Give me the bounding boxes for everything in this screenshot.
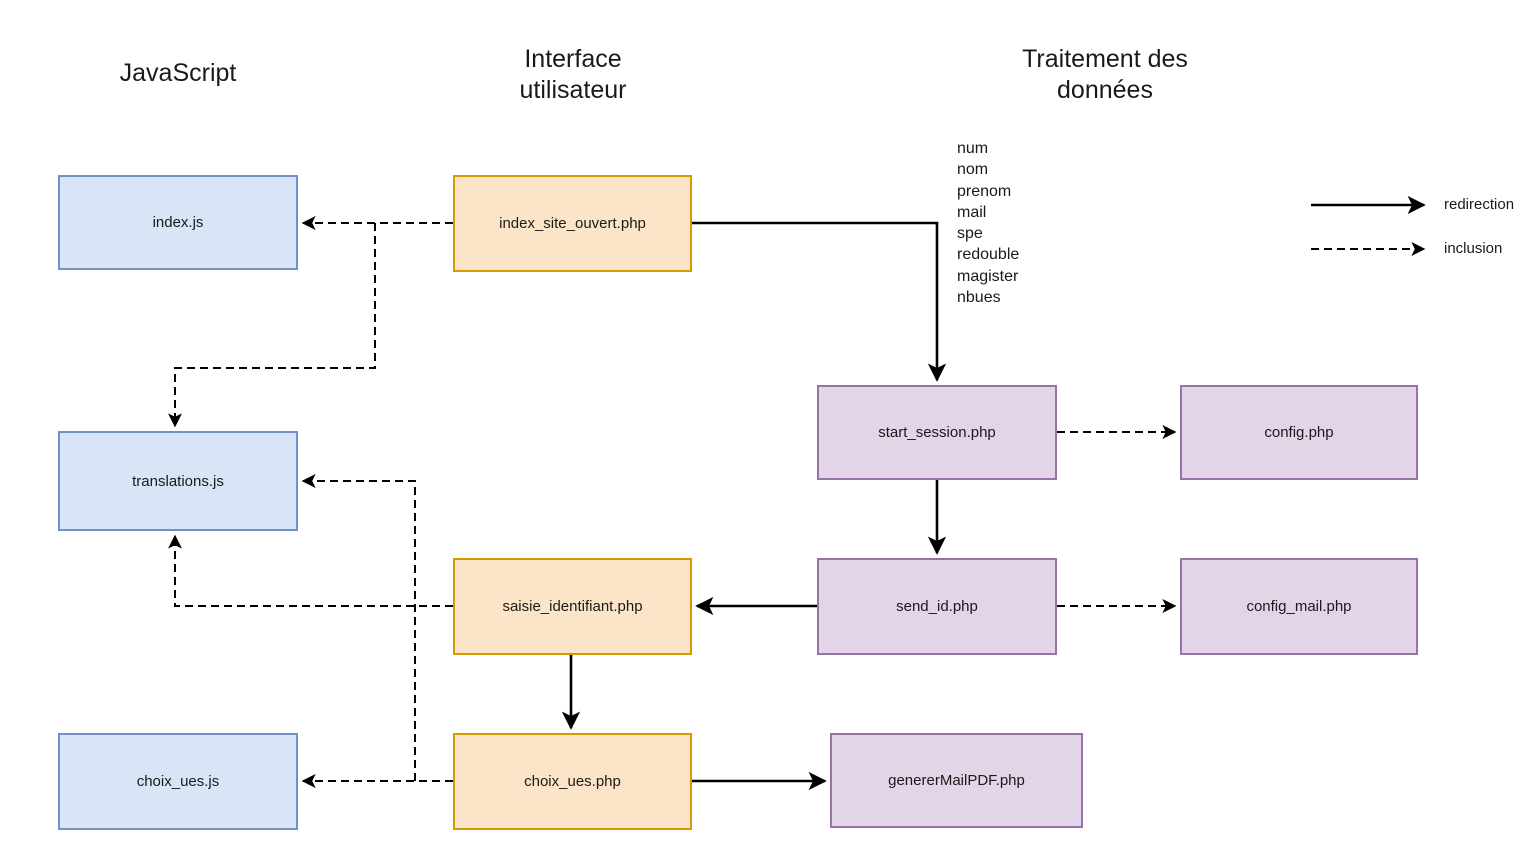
edge-saisie-identifiant-to-translations-js [168, 534, 453, 607]
session-fields-annotation: num nom prenom mail spe redouble magiste… [957, 140, 1020, 306]
node-choix-ues-js[interactable]: choix_ues.js [58, 733, 298, 830]
legend-label-redirection: redirection [1444, 196, 1515, 213]
node-choix-ues-php-label: choix_ues.php [524, 773, 621, 790]
node-choix-ues-js-label: choix_ues.js [136, 773, 220, 790]
node-start-session-php[interactable]: start_session.php [817, 385, 1057, 480]
edge-choix-ues-php-to-translations-js [301, 474, 416, 781]
node-config-mail-php-label: config_mail.php [1246, 598, 1352, 615]
node-index-js[interactable]: index.js [58, 175, 298, 270]
node-config-mail-php[interactable]: config_mail.php [1180, 558, 1418, 655]
node-config-php-label: config.php [1264, 424, 1334, 441]
column-header-javascript: JavaScript [119, 59, 237, 87]
node-saisie-identifiant-php[interactable]: saisie_identifiant.php [453, 558, 692, 655]
node-choix-ues-php[interactable]: choix_ues.php [453, 733, 692, 830]
node-start-session-php-label: start_session.php [878, 424, 996, 441]
node-saisie-identifiant-php-label: saisie_identifiant.php [502, 598, 643, 615]
node-generer-mail-pdf-php-label: genererMailPDF.php [888, 772, 1025, 789]
node-send-id-php-label: send_id.php [896, 598, 978, 615]
column-header-traitement-des-donnees: Traitement des données [1022, 45, 1188, 105]
node-index-site-ouvert-php[interactable]: index_site_ouvert.php [453, 175, 692, 272]
node-translations-js-label: translations.js [132, 472, 224, 490]
node-config-php[interactable]: config.php [1180, 385, 1418, 480]
column-header-interface-utilisateur: Interface utilisateur [519, 45, 627, 105]
node-index-site-ouvert-php-label: index_site_ouvert.php [499, 215, 646, 232]
node-translations-js[interactable]: translations.js [58, 431, 298, 531]
node-index-js-label: index.js [152, 214, 204, 231]
edge-index-site-ouvert-to-start-session [692, 221, 947, 382]
node-send-id-php[interactable]: send_id.php [817, 558, 1057, 655]
legend-label-inclusion: inclusion [1444, 240, 1503, 257]
node-generer-mail-pdf-php[interactable]: genererMailPDF.php [830, 733, 1083, 828]
